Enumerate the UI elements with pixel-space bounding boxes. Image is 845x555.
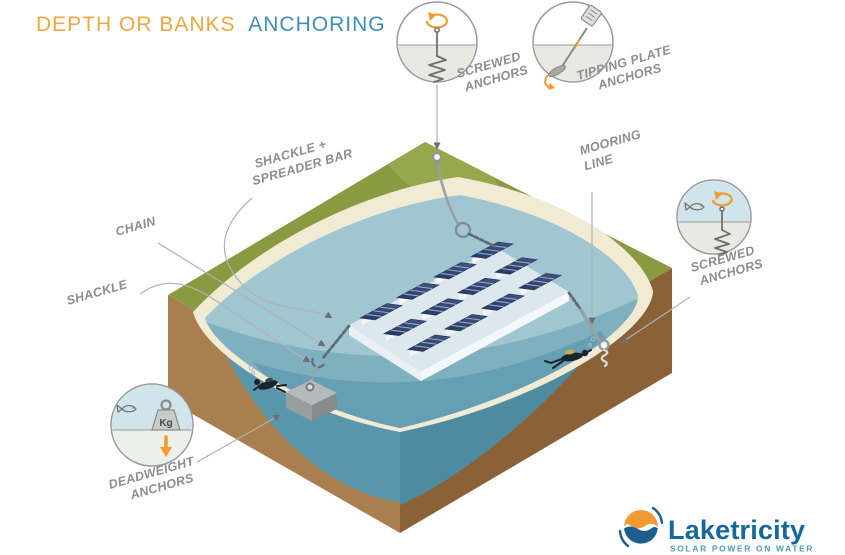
float-edge-sw bbox=[349, 325, 421, 381]
diver-right bbox=[544, 336, 596, 369]
leader-shackle bbox=[139, 282, 311, 363]
logo-tagline: SOLAR POWER ON WATER bbox=[670, 544, 814, 554]
page-title: DEPTH OR BANKS ANCHORING bbox=[36, 13, 386, 36]
floating-solar-platform bbox=[349, 241, 569, 381]
callout-tipping-plate-anchors bbox=[532, 1, 614, 90]
rotation-arrow-icon bbox=[425, 13, 448, 29]
mooring-line-bank bbox=[435, 160, 461, 227]
chain-bank bbox=[467, 232, 496, 248]
leader-lines bbox=[139, 84, 691, 463]
tipping-plate-icon bbox=[548, 65, 566, 77]
logo: Laketricity SOLAR POWER ON WATER bbox=[618, 506, 814, 554]
weight-icon bbox=[151, 409, 181, 431]
leader-screwed-right bbox=[620, 296, 691, 344]
leader-shackle-spreader bbox=[223, 197, 333, 319]
spreader-bar-ring bbox=[454, 221, 472, 239]
diver-left bbox=[248, 365, 287, 393]
logo-name: Laketricity bbox=[668, 515, 805, 545]
screw-anchor-icon bbox=[428, 55, 447, 83]
rotation-arrow-icon bbox=[711, 192, 733, 207]
water-deep bbox=[252, 331, 610, 428]
screw-anchor-icon bbox=[714, 229, 731, 256]
logo-icon bbox=[618, 506, 664, 548]
deadweight-block bbox=[286, 380, 337, 421]
chain-right bbox=[567, 291, 583, 312]
callout-screwed-anchors-right bbox=[676, 179, 752, 256]
kg-label: Kg bbox=[159, 418, 172, 429]
title-part-orange: DEPTH OR BANKS bbox=[36, 13, 236, 36]
title-part-blue: ANCHORING bbox=[248, 13, 385, 36]
chain-left bbox=[321, 324, 351, 360]
leader-deadweight bbox=[196, 414, 281, 463]
bank-screw-anchor bbox=[432, 152, 442, 166]
float-deck bbox=[349, 248, 569, 371]
float-edge-se bbox=[421, 292, 569, 381]
callout-deadweight-anchors: Kg bbox=[110, 383, 194, 467]
leader-chain bbox=[157, 242, 326, 347]
underwater-screw-anchor bbox=[598, 339, 610, 368]
label-screwed-anchors-top: SCREWED ANCHORS bbox=[455, 48, 530, 95]
driver-tool-icon bbox=[580, 4, 602, 27]
